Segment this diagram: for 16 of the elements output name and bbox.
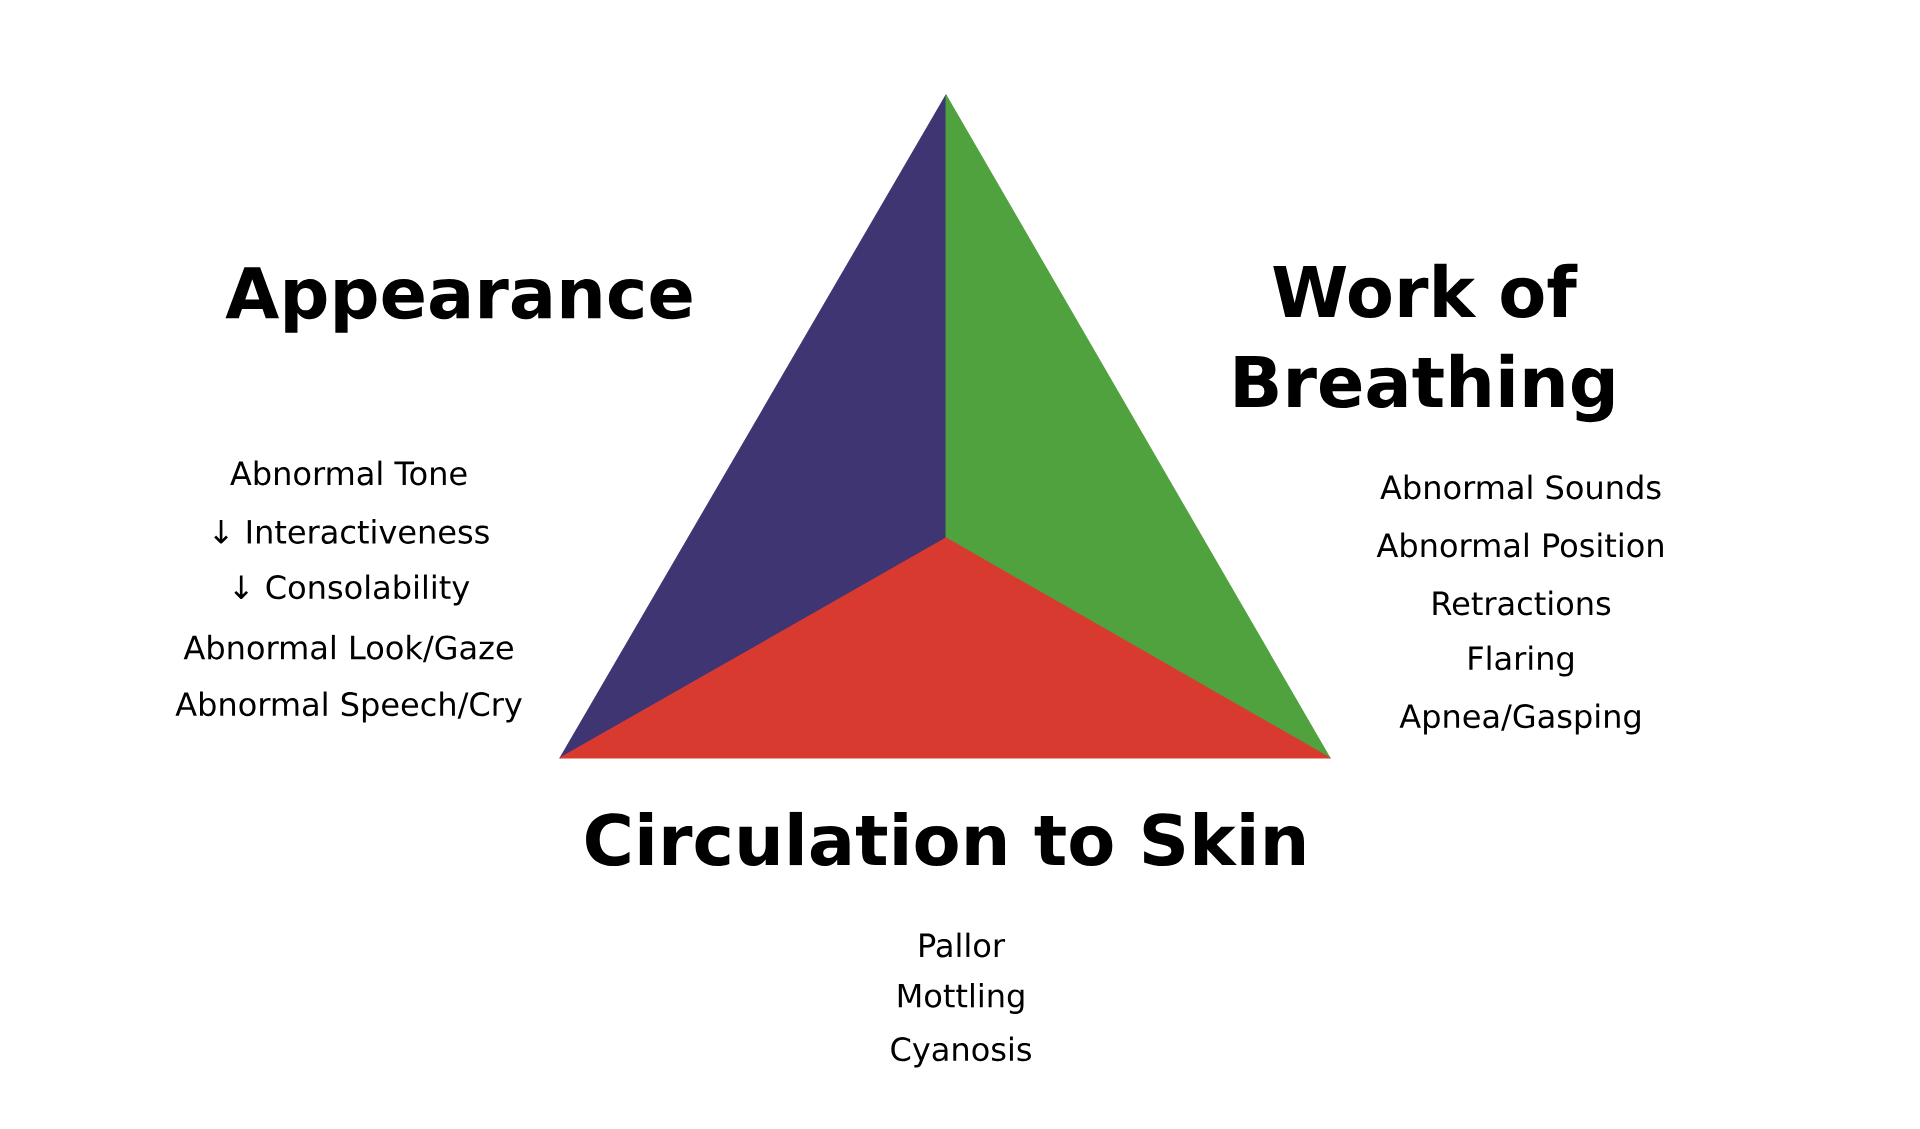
list-item: Retractions <box>1433 590 1611 616</box>
list-item: Abnormal Look/Gaze <box>183 634 513 663</box>
list-item: Cyanosis <box>891 1036 1031 1068</box>
list-item: Abnormal Tone <box>230 460 467 486</box>
list-item: Abnormal Speech/Cry <box>175 691 522 723</box>
segment-heading: Work of Breathing <box>1235 263 1614 423</box>
list-item: Abnormal Sounds <box>1380 474 1661 500</box>
segment-heading: Appearance <box>225 267 692 333</box>
list-item: Abnormal Position <box>1376 532 1663 558</box>
list-item: ↓ Consolability <box>234 574 470 606</box>
list-item: Pallor <box>920 932 1006 958</box>
list-item: Mottling <box>898 983 1024 1014</box>
list-item: Flaring <box>1469 645 1573 677</box>
segment-heading: Circulation to Skin <box>586 811 1304 867</box>
list-item: Apnea/Gasping <box>1399 703 1640 735</box>
list-item: ↓ Interactiveness <box>214 519 489 544</box>
